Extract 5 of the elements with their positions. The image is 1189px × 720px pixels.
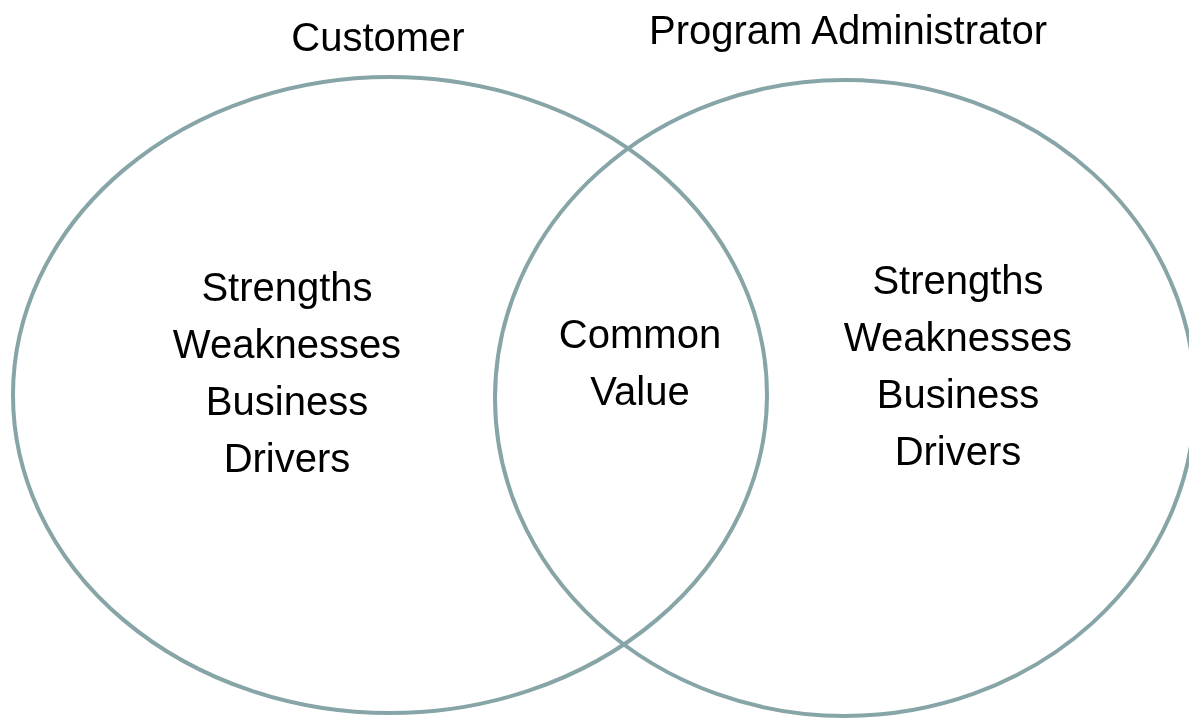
overlap-label: Common Value [557, 311, 723, 415]
circle-body-text: Strengths Weaknesses Business Drivers [842, 257, 1074, 475]
circle-body-text: Strengths Weaknesses Business Drivers [171, 264, 403, 482]
circle-heading: Program Administrator [649, 7, 1047, 53]
circle-heading: Customer [291, 14, 465, 60]
